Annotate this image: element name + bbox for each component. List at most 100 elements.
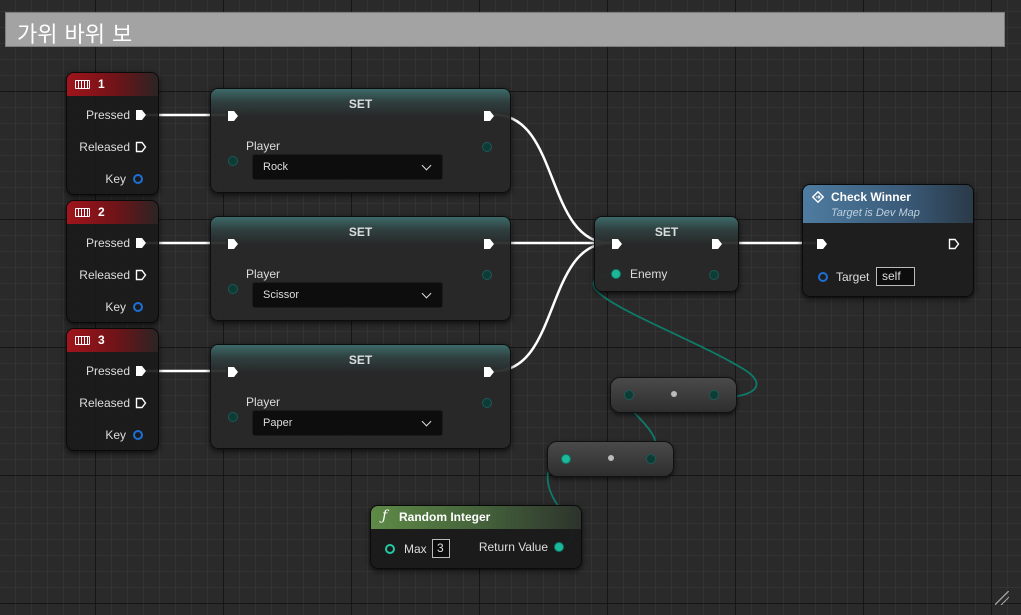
exec-wire <box>493 113 612 245</box>
exec-pin-released[interactable] <box>135 141 147 153</box>
player-value-dropdown[interactable]: Rock <box>252 154 443 180</box>
key-event-node-2[interactable]: 2 Pressed Released Key <box>66 200 159 323</box>
set-title: SET <box>348 97 373 111</box>
function-title: Random Integer <box>399 510 491 524</box>
event-header: 1 <box>67 73 158 96</box>
exec-out-pin[interactable] <box>483 238 495 250</box>
exec-in-pin[interactable] <box>227 238 239 250</box>
event-title: 3 <box>98 333 105 347</box>
keyboard-icon <box>75 336 90 345</box>
var-label: Enemy <box>630 267 668 281</box>
event-title: 1 <box>98 77 105 91</box>
set-player-node-rock[interactable]: SET Player Rock <box>210 88 511 193</box>
reroute-output-pin[interactable] <box>646 454 656 464</box>
pin-label-pressed: Pressed <box>85 236 130 250</box>
pin-label-key: Key <box>105 428 126 442</box>
reroute-node[interactable] <box>547 441 674 477</box>
reroute-input-pin[interactable] <box>624 390 634 400</box>
reroute-knot[interactable] <box>608 455 614 461</box>
exec-out-pin[interactable] <box>483 110 495 122</box>
enemy-input-pin[interactable] <box>611 269 621 279</box>
max-input[interactable]: 3 <box>432 539 450 558</box>
enemy-output-pin[interactable] <box>709 270 719 280</box>
max-input-pin[interactable] <box>385 544 395 554</box>
set-header <box>211 345 510 373</box>
dropdown-value: Paper <box>263 417 293 429</box>
key-output-pin[interactable] <box>133 174 143 184</box>
reroute-node[interactable] <box>610 377 737 413</box>
comment-box[interactable]: 가위 바위 보 <box>5 12 1005 48</box>
keyboard-icon <box>75 80 90 89</box>
set-player-node-paper[interactable]: SET Player Paper <box>210 344 511 449</box>
key-output-pin[interactable] <box>133 302 143 312</box>
chevron-down-icon <box>421 160 432 171</box>
player-input-pin[interactable] <box>228 284 238 294</box>
exec-in-pin[interactable] <box>611 238 623 250</box>
pin-label-key: Key <box>105 300 126 314</box>
set-title: SET <box>348 353 373 367</box>
var-label: Player <box>246 267 281 281</box>
player-output-pin[interactable] <box>482 398 492 408</box>
exec-out-pin[interactable] <box>948 238 960 250</box>
player-value-dropdown[interactable]: Scissor <box>252 282 443 308</box>
set-title: SET <box>348 225 373 239</box>
dropdown-value: Scissor <box>263 289 300 301</box>
exec-pin-released[interactable] <box>135 397 147 409</box>
exec-out-pin[interactable] <box>711 238 723 250</box>
comment-title[interactable]: 가위 바위 보 <box>17 23 133 48</box>
exec-in-pin[interactable] <box>816 238 828 250</box>
target-label: Target <box>836 270 870 284</box>
player-input-pin[interactable] <box>228 412 238 422</box>
max-label: Max <box>404 542 427 556</box>
pin-label-released: Released <box>79 140 130 154</box>
pin-label-pressed: Pressed <box>85 364 130 378</box>
player-value-dropdown[interactable]: Paper <box>252 410 443 436</box>
event-header: 2 <box>67 201 158 224</box>
event-header: 3 <box>67 329 158 352</box>
event-title: 2 <box>98 205 105 219</box>
pin-label-released: Released <box>79 268 130 282</box>
target-input[interactable]: self <box>876 267 915 286</box>
reroute-knot[interactable] <box>671 391 677 397</box>
exec-pin-released[interactable] <box>135 269 147 281</box>
exec-pin-pressed[interactable] <box>135 109 147 121</box>
set-title: SET <box>654 225 679 239</box>
pin-label-key: Key <box>105 172 126 186</box>
resize-grip-icon[interactable] <box>995 591 1009 605</box>
dropdown-value: Rock <box>263 161 289 173</box>
function-header: Check Winner Target is Dev Map <box>803 185 973 223</box>
reroute-input-pin[interactable] <box>561 454 571 464</box>
exec-wire <box>493 241 612 373</box>
set-player-node-scissor[interactable]: SET Player Scissor <box>210 216 511 321</box>
chevron-down-icon <box>421 416 432 427</box>
key-event-node-3[interactable]: 3 Pressed Released Key <box>66 328 159 451</box>
check-winner-node[interactable]: Check Winner Target is Dev Map Target se… <box>802 184 974 297</box>
exec-pin-pressed[interactable] <box>135 365 147 377</box>
pure-function-header: ƒ Random Integer <box>371 506 581 529</box>
chevron-down-icon <box>421 288 432 299</box>
set-enemy-node[interactable]: SET Enemy <box>594 216 739 292</box>
pin-label-released: Released <box>79 396 130 410</box>
pin-label-pressed: Pressed <box>85 108 130 122</box>
function-icon: ƒ <box>382 508 388 524</box>
return-value-pin[interactable] <box>554 542 564 552</box>
key-output-pin[interactable] <box>133 430 143 440</box>
player-input-pin[interactable] <box>228 156 238 166</box>
exec-pin-pressed[interactable] <box>135 237 147 249</box>
keyboard-icon <box>75 208 90 217</box>
reroute-output-pin[interactable] <box>709 390 719 400</box>
exec-out-pin[interactable] <box>483 366 495 378</box>
exec-in-pin[interactable] <box>227 366 239 378</box>
function-subtitle: Target is Dev Map <box>831 207 920 219</box>
return-value-label: Return Value <box>478 540 548 554</box>
player-output-pin[interactable] <box>482 142 492 152</box>
function-title: Check Winner <box>831 190 911 204</box>
target-input-pin[interactable] <box>818 272 828 282</box>
key-event-node-1[interactable]: 1 Pressed Released Key <box>66 72 159 195</box>
player-output-pin[interactable] <box>482 270 492 280</box>
random-integer-node[interactable]: ƒ Random Integer Max 3 Return Value <box>370 505 582 569</box>
var-label: Player <box>246 395 281 409</box>
set-header <box>211 217 510 245</box>
set-header <box>211 89 510 117</box>
exec-in-pin[interactable] <box>227 110 239 122</box>
